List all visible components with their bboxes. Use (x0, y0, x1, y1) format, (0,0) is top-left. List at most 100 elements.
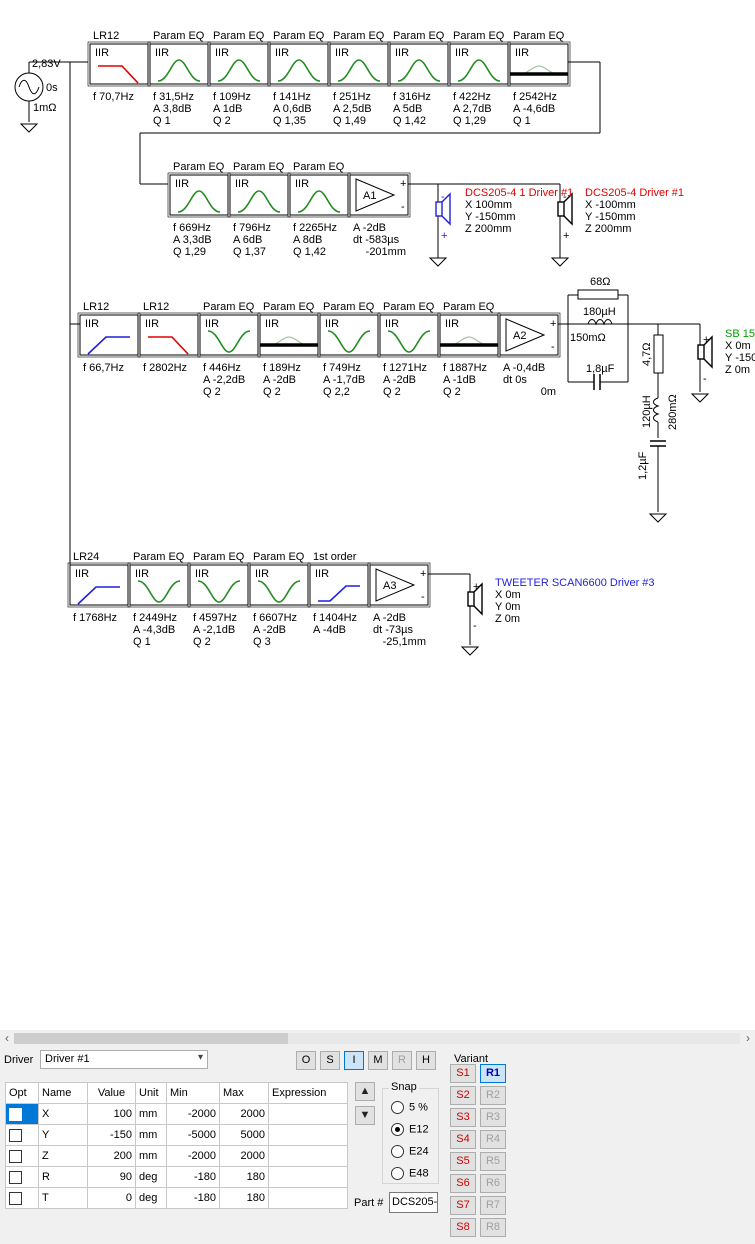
block-box[interactable] (229, 174, 289, 216)
block-box[interactable] (79, 314, 139, 356)
block-box[interactable] (269, 43, 329, 85)
variant-r2-button[interactable]: R2 (480, 1086, 506, 1105)
cell-value[interactable]: 0 (87, 1187, 136, 1209)
variant-s7-button[interactable]: S7 (450, 1196, 476, 1215)
horizontal-scrollbar[interactable]: ‹ › (0, 1030, 755, 1047)
block-box[interactable] (139, 314, 199, 356)
variant-r6-button[interactable]: R6 (480, 1174, 506, 1193)
cell-value[interactable]: -150 (87, 1124, 136, 1146)
table-row[interactable]: X 100 mm -2000 2000 (5, 1103, 348, 1125)
block-box[interactable] (69, 564, 129, 606)
tool-button-s[interactable]: S (320, 1051, 340, 1070)
cell-expression[interactable] (268, 1187, 348, 1209)
variant-r5-button[interactable]: R5 (480, 1152, 506, 1171)
cell-expression[interactable] (268, 1145, 348, 1167)
variant-s4-button[interactable]: S4 (450, 1130, 476, 1149)
variant-s6-button[interactable]: S6 (450, 1174, 476, 1193)
block-box[interactable] (259, 314, 319, 356)
variant-s8-button[interactable]: S8 (450, 1218, 476, 1237)
variant-r4-button[interactable]: R4 (480, 1130, 506, 1149)
variant-s2-button[interactable]: S2 (450, 1086, 476, 1105)
block-box[interactable] (209, 43, 269, 85)
cell-max[interactable]: 2000 (219, 1103, 269, 1125)
block-box[interactable] (329, 43, 389, 85)
cell-value[interactable]: 200 (87, 1145, 136, 1167)
speaker-3-icon[interactable] (697, 335, 713, 369)
cell-expression[interactable] (268, 1124, 348, 1146)
opt-checkbox[interactable] (5, 1124, 39, 1146)
snap-option-5pct[interactable]: 5 % (391, 1101, 428, 1114)
cell-max[interactable]: 180 (219, 1166, 269, 1188)
table-row[interactable]: R 90 deg -180 180 (5, 1166, 348, 1188)
block-box[interactable] (389, 43, 449, 85)
cell-min[interactable]: -180 (166, 1166, 220, 1188)
snap-option-e12[interactable]: E12 (391, 1123, 429, 1136)
snap-option-e24[interactable]: E24 (391, 1145, 429, 1158)
cell-min[interactable]: -2000 (166, 1145, 220, 1167)
variant-r7-button[interactable]: R7 (480, 1196, 506, 1215)
block-box[interactable] (289, 174, 349, 216)
cell-expression[interactable] (268, 1103, 348, 1125)
cell-value[interactable]: 100 (87, 1103, 136, 1125)
scroll-right-icon[interactable]: › (746, 1031, 750, 1045)
tool-button-o[interactable]: O (296, 1051, 316, 1070)
variant-s5-button[interactable]: S5 (450, 1152, 476, 1171)
cell-expression[interactable] (268, 1166, 348, 1188)
move-up-button[interactable]: ▲ (355, 1082, 375, 1101)
block-box[interactable] (249, 564, 309, 606)
tool-button-m[interactable]: M (368, 1051, 388, 1070)
table-row[interactable]: Y -150 mm -5000 5000 (5, 1124, 348, 1146)
block-box[interactable] (309, 564, 369, 606)
scroll-left-icon[interactable]: ‹ (5, 1031, 9, 1045)
speaker-4-icon[interactable] (467, 582, 483, 616)
cell-max[interactable]: 5000 (219, 1124, 269, 1146)
parameter-table[interactable]: Opt Name Value Unit Min Max Expression X… (5, 1082, 348, 1209)
cell-min[interactable]: -180 (166, 1187, 220, 1209)
block-box[interactable] (199, 314, 259, 356)
block-box[interactable] (169, 174, 229, 216)
cell-max[interactable]: 180 (219, 1187, 269, 1209)
table-row[interactable]: Z 200 mm -2000 2000 (5, 1145, 348, 1167)
speaker-2-icon[interactable] (557, 192, 573, 226)
part-number-input[interactable]: DCS205- (389, 1192, 438, 1213)
tool-button-r[interactable]: R (392, 1051, 412, 1070)
speaker-1-icon[interactable] (435, 192, 451, 226)
variant-r1-button[interactable]: R1 (480, 1064, 506, 1083)
variant-s3-button[interactable]: S3 (450, 1108, 476, 1127)
variant-s1-button[interactable]: S1 (450, 1064, 476, 1083)
variant-r8-button[interactable]: R8 (480, 1218, 506, 1237)
cell-max[interactable]: 2000 (219, 1145, 269, 1167)
opt-checkbox[interactable] (5, 1145, 39, 1167)
move-down-button[interactable]: ▼ (355, 1106, 375, 1125)
block-box[interactable] (149, 43, 209, 85)
driver-select[interactable]: Driver #1 ▾ (40, 1050, 208, 1069)
table-row[interactable]: T 0 deg -180 180 (5, 1187, 348, 1209)
cell-value[interactable]: 90 (87, 1166, 136, 1188)
